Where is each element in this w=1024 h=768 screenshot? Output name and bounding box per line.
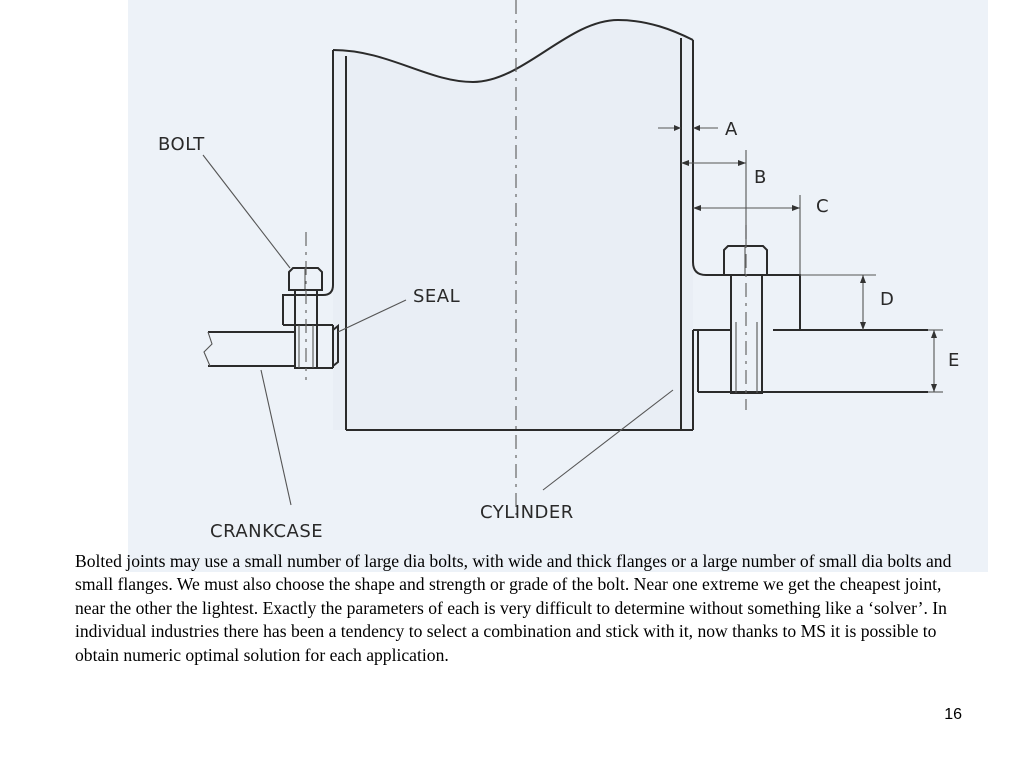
bolted-joint-drawing: BOLT SEAL CRANKCASE CYLINDER A B C D E <box>128 0 988 572</box>
drawing-svg: BOLT SEAL CRANKCASE CYLINDER A B C D E <box>128 0 988 572</box>
label-dim-c: C <box>816 196 829 217</box>
label-dim-d: D <box>880 289 894 310</box>
right-bolt <box>723 225 768 410</box>
right-flange <box>692 261 928 393</box>
caption-text: Bolted joints may use a small number of … <box>75 551 952 665</box>
page-number: 16 <box>944 706 962 723</box>
left-bolt <box>288 232 323 380</box>
leader-lines <box>202 154 674 506</box>
left-seal <box>332 323 339 367</box>
label-dim-b: B <box>754 167 767 188</box>
label-seal: SEAL <box>413 286 460 307</box>
label-dim-e: E <box>948 350 960 371</box>
cylinder <box>332 18 694 431</box>
left-crankcase <box>203 331 295 367</box>
dimension-lines <box>658 125 943 393</box>
label-dim-a: A <box>725 119 738 140</box>
left-flange <box>282 284 334 369</box>
label-bolt: BOLT <box>158 134 205 155</box>
label-crankcase: CRANKCASE <box>210 521 323 542</box>
label-cylinder: CYLINDER <box>480 502 574 523</box>
